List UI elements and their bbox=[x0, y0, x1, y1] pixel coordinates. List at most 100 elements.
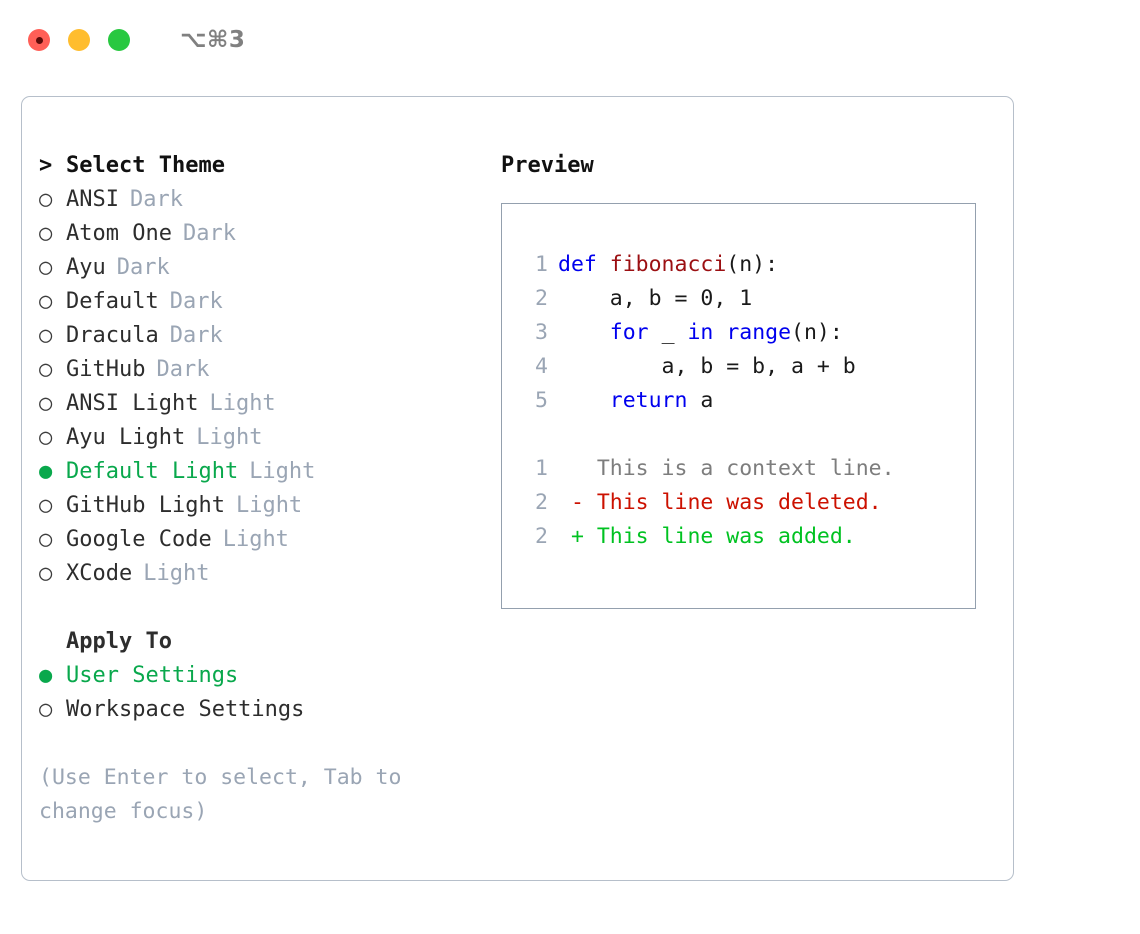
code-line: 4 a, b = b, a + b bbox=[520, 350, 975, 384]
theme-option-label: Dracula bbox=[66, 323, 159, 348]
apply-to-option-workspace-settings[interactable]: ○ Workspace Settings bbox=[39, 693, 489, 727]
radio-unselected-icon: ○ bbox=[39, 493, 53, 518]
theme-option-default-light[interactable]: ● Default Light Light bbox=[39, 455, 489, 489]
token-kw: range bbox=[726, 320, 792, 345]
token-fn: fibonacci bbox=[609, 252, 727, 277]
theme-variant-badge: Light bbox=[249, 459, 316, 484]
token-plain bbox=[558, 388, 610, 413]
theme-option-label: Atom One bbox=[66, 221, 172, 246]
line-number: 1 bbox=[535, 456, 548, 481]
diff-sample: 1 This is a context line. 2 - This line w… bbox=[520, 452, 975, 554]
theme-variant-badge: Dark bbox=[116, 255, 170, 280]
theme-option-label: GitHub bbox=[66, 357, 146, 382]
theme-option-xcode[interactable]: ○ XCode Light bbox=[39, 557, 489, 591]
theme-variant-badge: Dark bbox=[169, 289, 223, 314]
theme-variant-badge: Light bbox=[196, 425, 263, 450]
line-number: 1 bbox=[535, 252, 548, 277]
keyboard-hint: (Use Enter to select, Tab to change focu… bbox=[39, 765, 402, 824]
theme-variant-badge: Dark bbox=[156, 357, 210, 382]
theme-option-google-code[interactable]: ○ Google Code Light bbox=[39, 523, 489, 557]
theme-variant-badge: Light bbox=[209, 391, 276, 416]
theme-option-label: Ayu bbox=[66, 255, 106, 280]
title-bar: ⌥⌘3 bbox=[0, 0, 1140, 80]
token-kw: for bbox=[609, 320, 649, 345]
apply-to-option-label: User Settings bbox=[66, 663, 239, 688]
code-text: return a bbox=[558, 384, 714, 418]
close-button[interactable] bbox=[28, 29, 50, 51]
radio-unselected-icon: ○ bbox=[39, 697, 53, 722]
apply-to-header: ○ Apply To bbox=[39, 625, 489, 659]
token-plain: (n): bbox=[791, 320, 843, 345]
diff-del-text: - This line was deleted. bbox=[558, 490, 882, 515]
radio-selected-icon: ● bbox=[39, 663, 53, 688]
radio-unselected-icon: ○ bbox=[39, 221, 53, 246]
select-theme-header: > Select Theme bbox=[39, 149, 489, 183]
theme-option-label: Default Light bbox=[66, 459, 239, 484]
theme-variant-badge: Dark bbox=[169, 323, 223, 348]
theme-variant-badge: Light bbox=[222, 527, 289, 552]
code-text: def fibonacci(n): bbox=[558, 248, 778, 282]
code-sample: 1 def fibonacci(n): 2 a, b = 0, 1 3 for _ i… bbox=[520, 248, 975, 418]
theme-variant-badge: Dark bbox=[182, 221, 236, 246]
token-plain bbox=[558, 320, 610, 345]
diff-line: 1 This is a context line. bbox=[520, 452, 975, 486]
maximize-button[interactable] bbox=[108, 29, 130, 51]
theme-option-ansi-light[interactable]: ○ ANSI Light Light bbox=[39, 387, 489, 421]
theme-option-label: ANSI Light bbox=[66, 391, 199, 416]
apply-to-option-user-settings[interactable]: ● User Settings bbox=[39, 659, 489, 693]
token-plain: a, b = 0, 1 bbox=[558, 286, 753, 311]
keyboard-shortcut-label: ⌥⌘3 bbox=[180, 27, 246, 53]
theme-option-label: Default bbox=[66, 289, 159, 314]
line-number: 2 bbox=[535, 524, 548, 549]
code-text: a, b = 0, 1 bbox=[558, 282, 752, 316]
diff-add-text: + This line was added. bbox=[558, 524, 856, 549]
radio-unselected-icon: ○ bbox=[39, 425, 53, 450]
radio-unselected-icon: ○ bbox=[39, 357, 53, 382]
token-kw: return bbox=[609, 388, 688, 413]
theme-option-github[interactable]: ○ GitHub Dark bbox=[39, 353, 489, 387]
radio-selected-icon: ● bbox=[39, 459, 53, 484]
apply-to-title: Apply To bbox=[66, 629, 172, 654]
theme-variant-badge: Dark bbox=[129, 187, 183, 212]
minimize-button[interactable] bbox=[68, 29, 90, 51]
diff-ctx-text: This is a context line. bbox=[558, 456, 895, 481]
theme-option-atom-one[interactable]: ○ Atom One Dark bbox=[39, 217, 489, 251]
radio-unselected-icon: ○ bbox=[39, 391, 53, 416]
apply-to-options: ● User Settings ○ Workspace Settings bbox=[39, 659, 489, 727]
select-theme-title: Select Theme bbox=[66, 153, 225, 178]
theme-option-label: GitHub Light bbox=[66, 493, 225, 518]
window-controls bbox=[28, 29, 130, 51]
theme-variant-badge: Light bbox=[143, 561, 210, 586]
token-plain: (n): bbox=[726, 252, 779, 277]
theme-option-label: XCode bbox=[66, 561, 133, 586]
theme-option-label: Ayu Light bbox=[66, 425, 186, 450]
code-text: for _ in range(n): bbox=[558, 316, 843, 350]
preview-box: 1 def fibonacci(n): 2 a, b = 0, 1 3 for _ i… bbox=[501, 203, 976, 609]
radio-unselected-icon: ○ bbox=[39, 527, 53, 552]
radio-unselected-icon: ○ bbox=[39, 561, 53, 586]
radio-unselected-icon: ○ bbox=[39, 187, 53, 212]
line-number: 2 bbox=[535, 286, 548, 311]
line-number: 4 bbox=[535, 354, 548, 379]
theme-variant-badge: Light bbox=[235, 493, 303, 518]
apply-to-option-label: Workspace Settings bbox=[66, 697, 305, 722]
token-plain: a bbox=[687, 388, 714, 413]
code-line: 3 for _ in range(n): bbox=[520, 316, 975, 350]
theme-option-ayu-light[interactable]: ○ Ayu Light Light bbox=[39, 421, 489, 455]
diff-line: 2 + This line was added. bbox=[520, 520, 975, 554]
code-text: a, b = b, a + b bbox=[558, 350, 856, 384]
token-plain: a, b = b, a + b bbox=[558, 354, 856, 379]
cursor-icon: > bbox=[39, 153, 53, 178]
code-diff-gap bbox=[520, 418, 975, 452]
line-number: 2 bbox=[535, 490, 548, 515]
theme-option-label: Google Code bbox=[66, 527, 212, 552]
theme-option-github-light[interactable]: ○ GitHub Light Light bbox=[39, 489, 489, 523]
token-plain: _ bbox=[648, 320, 688, 345]
